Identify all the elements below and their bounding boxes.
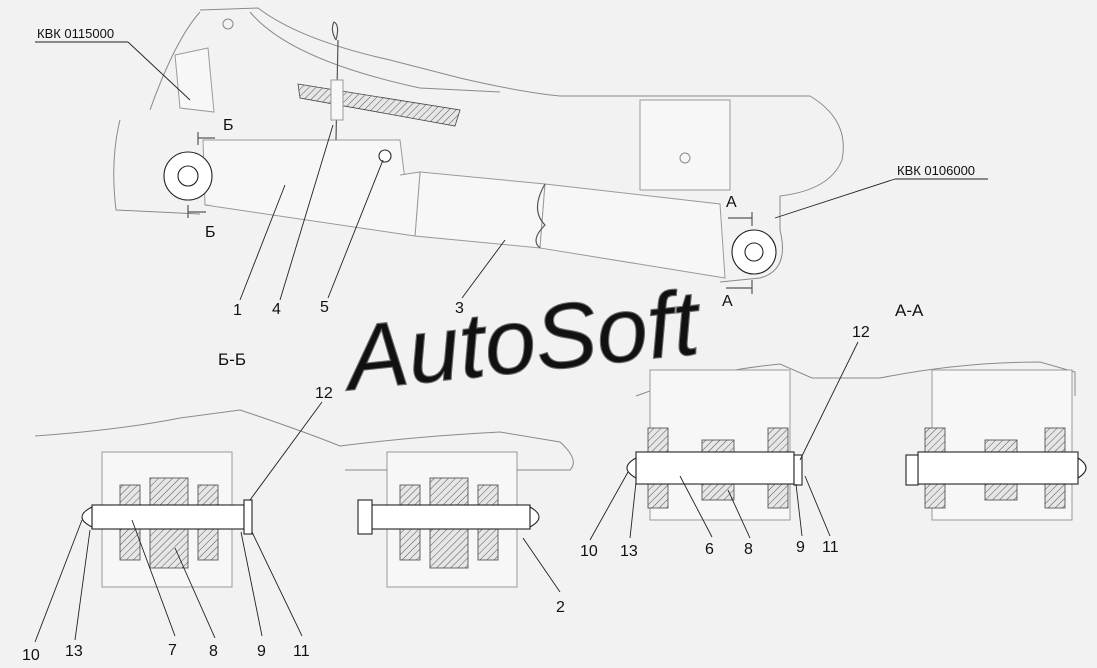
leader-3: [461, 239, 506, 299]
callout-aa-6: 6: [705, 541, 714, 558]
upper-bracket-hole: [679, 152, 691, 164]
assembly-ref-upper-left: КВК 0115000: [37, 26, 114, 41]
clip-part-5: [378, 149, 392, 163]
section-bb-right-washer: [357, 499, 373, 535]
frame-outline: [199, 7, 844, 283]
spring-hook: [331, 21, 339, 41]
break-line: [535, 183, 546, 249]
leader-5: [327, 159, 384, 299]
leader-bb-12: [249, 401, 323, 501]
section-mark-a-top: А: [726, 194, 737, 211]
callout-4: 4: [272, 301, 281, 318]
assembly-ref-right-leader: [774, 178, 896, 219]
section-aa-right-washer: [905, 454, 919, 486]
section-bb-right-pin: [371, 504, 531, 530]
section-aa-right-cap: [1077, 457, 1087, 479]
leader-bb-13: [74, 529, 91, 641]
leader-aa-10: [589, 471, 629, 541]
seat-cushion: [297, 83, 461, 127]
leader-bb-11: [251, 531, 303, 637]
corner-hole: [222, 18, 234, 30]
callout-5: 5: [320, 299, 329, 316]
section-aa-right-pin: [917, 451, 1079, 485]
assembly-ref-upper-left-leader: [127, 41, 191, 101]
callout-aa-13: 13: [620, 543, 638, 560]
section-aa: А-А 12 10 13 6 8 9 11: [580, 301, 1087, 560]
leader-4: [279, 124, 334, 301]
seat-outline: [249, 11, 501, 93]
spring-body: [330, 79, 344, 121]
cylinder-body-right: [539, 183, 726, 279]
frame-left-block: [174, 47, 215, 113]
callout-bb-8: 8: [209, 643, 218, 660]
callout-bb-9: 9: [257, 643, 266, 660]
leader-aa-9: [795, 483, 803, 537]
callout-bb-2: 2: [556, 599, 565, 616]
callout-aa-11: 11: [822, 539, 839, 556]
right-pivot-inner: [744, 242, 764, 262]
section-bb-left-washer: [243, 499, 253, 535]
upper-bracket: [639, 99, 731, 191]
section-mark-b-bottom: Б: [205, 224, 216, 241]
leader-bb-9: [240, 531, 263, 637]
leader-bb-8: [174, 547, 216, 639]
section-bb-right-cap: [529, 506, 540, 528]
leader-bb-2: [522, 537, 561, 593]
section-bb-title: Б-Б: [218, 350, 246, 369]
section-bb-left-cap: [81, 506, 93, 528]
callout-bb-10: 10: [22, 647, 40, 664]
callout-aa-9: 9: [796, 539, 805, 556]
section-bb-top-profile: [34, 409, 574, 471]
callout-bb-12: 12: [315, 385, 333, 402]
assembly-ref-right: КВК 0106000: [897, 163, 975, 178]
leader-bb-10: [34, 519, 83, 643]
frame-lower-edge: [113, 119, 201, 215]
callout-aa-8: 8: [744, 541, 753, 558]
callout-aa-12: 12: [852, 324, 870, 341]
callout-bb-7: 7: [168, 642, 177, 659]
leader-1: [239, 184, 286, 301]
section-bb: Б-Б 12 2 10 13 7 8 9 11: [22, 350, 574, 664]
section-aa-left-cap: [626, 457, 637, 479]
cylinder-barrel: [414, 171, 546, 249]
section-aa-left-washer: [793, 454, 803, 486]
leader-aa-11: [804, 475, 831, 537]
callout-bb-11: 11: [293, 643, 310, 660]
leader-aa-13: [629, 481, 637, 539]
callout-bb-13: 13: [65, 643, 83, 660]
callout-3: 3: [455, 300, 464, 317]
leader-aa-8: [727, 489, 751, 539]
main-view: Б Б А А КВК 0115000 КВК 0106000 1 4 5 3: [35, 7, 988, 319]
leader-aa-12: [799, 341, 859, 461]
left-pivot-inner: [177, 165, 199, 187]
section-aa-left-pin: [635, 451, 795, 485]
section-mark-b-top: Б: [223, 117, 234, 134]
callout-1: 1: [233, 302, 242, 319]
cylinder-rod: [204, 171, 421, 237]
section-bb-left-pin: [91, 504, 245, 530]
section-mark-a-bottom: А: [722, 293, 733, 310]
callout-aa-10: 10: [580, 543, 598, 560]
section-aa-title: А-А: [895, 301, 924, 320]
frame-nose: [149, 11, 201, 111]
leader-aa-6: [679, 475, 713, 538]
leader-bb-7: [131, 519, 176, 637]
